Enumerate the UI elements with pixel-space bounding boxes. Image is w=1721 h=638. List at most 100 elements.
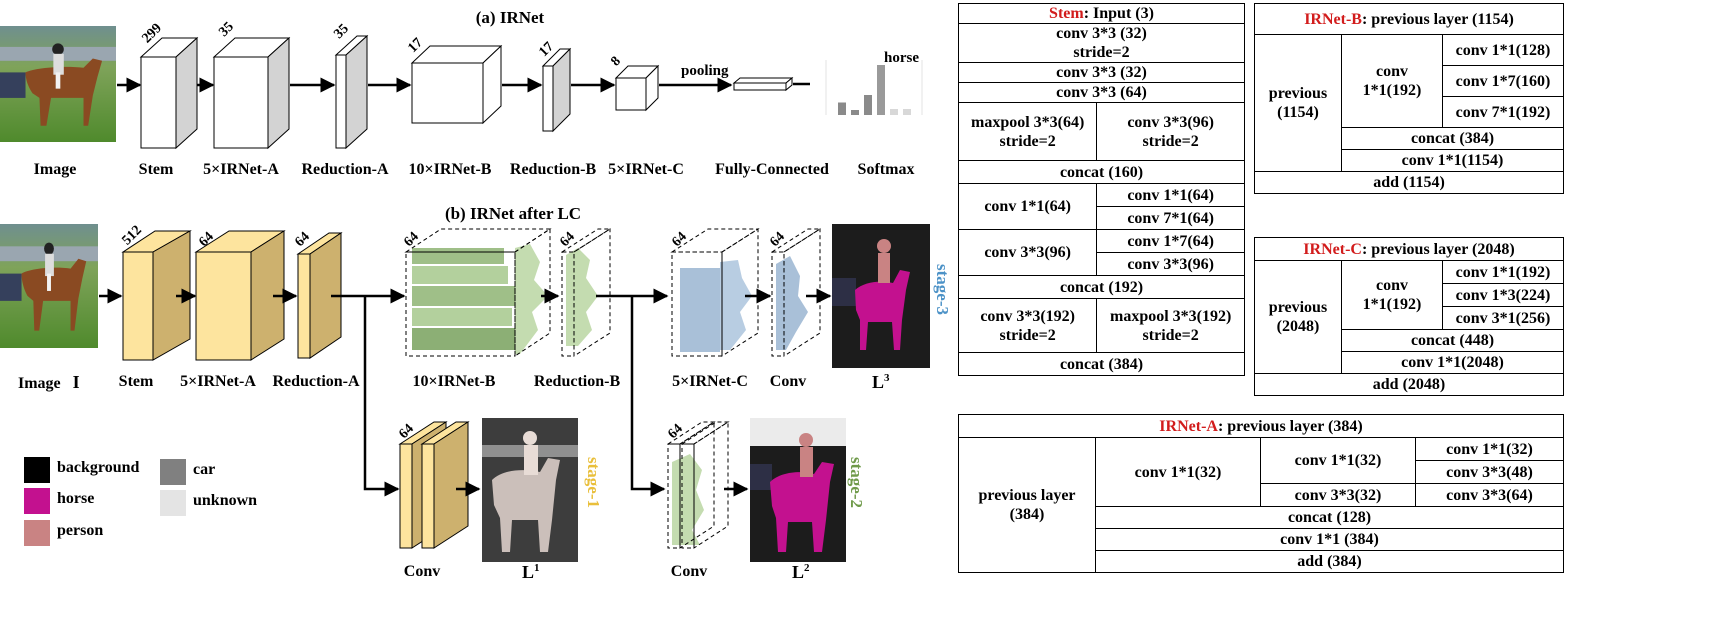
softmax-bar [838, 102, 846, 115]
lc-label-conv2: Conv [670, 563, 708, 580]
stem-r1a: conv 3*3 (32) [1056, 25, 1147, 42]
lc-irnet-c-block [670, 228, 760, 357]
irnet-a-table: IRNet-A: previous layer (384) previous l… [958, 414, 1564, 573]
stem-block [139, 36, 199, 150]
stem-r4l-b: stride=2 [999, 132, 1056, 150]
irnetc-concat: concat (448) [1341, 329, 1564, 352]
irnet-c-table: IRNet-C: previous layer (2048) previous(… [1254, 237, 1564, 396]
irnet-b-block [410, 44, 503, 125]
architecture-diagram [0, 26, 930, 562]
irnetb-b2: conv 1*7(160) [1442, 65, 1564, 97]
legend-label-horse: horse [57, 490, 95, 507]
softmax-chart [825, 60, 923, 115]
irnet-label-irnet-a: 5×IRNet-A [203, 161, 279, 178]
irnetc-add: add (2048) [1254, 373, 1564, 396]
output-l3-label: L3 [872, 372, 890, 392]
stem-r4l-a: maxpool 3*3(64) [970, 113, 1085, 131]
softmax-bar [864, 95, 872, 115]
stage2-label: stage-2 [847, 457, 866, 508]
lc-label-irnet-b: 10×IRNet-B [412, 373, 496, 390]
irnetb-b1: conv 1*1(128) [1442, 34, 1564, 66]
irnetb-conv11: conv 1*1(1154) [1341, 149, 1564, 172]
reduction-b-block [541, 47, 572, 133]
irnetb-conv-b: 1*1(192) [1362, 82, 1422, 99]
stem-r5: concat (160) [958, 160, 1245, 184]
irneta-conv11: conv 1*1 (384) [1095, 528, 1564, 551]
stem-r9r-b: stride=2 [1142, 326, 1199, 344]
stem-title-rest: : Input (3) [1083, 5, 1154, 22]
softmax-bar [877, 65, 885, 115]
irnetb-prev-a: previous [1268, 85, 1328, 102]
legend-label-person: person [57, 522, 104, 539]
legend-label-unknown: unknown [193, 492, 258, 509]
lc-label-conv1: Conv [403, 563, 441, 580]
legend-swatch-car [160, 459, 186, 485]
irnetb-title-red: IRNet-B [1304, 10, 1362, 28]
lc-conv2-block [666, 421, 730, 549]
lc-label-conv3: Conv [769, 373, 807, 390]
irnetb-prev-b: (1154) [1277, 104, 1319, 121]
lc-label-reduction-a: Reduction-A [272, 373, 360, 390]
stem-r6l: conv 1*1(64) [957, 183, 1098, 230]
lc-stem-block [121, 230, 192, 361]
irneta-c3: conv 3*3(32) [1260, 483, 1416, 507]
input-image-a [0, 26, 116, 142]
irnetc-title-red: IRNet-C [1303, 240, 1362, 258]
softmax-bar [851, 110, 859, 115]
lc-label-irnet-a: 5×IRNet-A [180, 373, 256, 390]
lc-row [0, 224, 930, 562]
stem-r9l-b: stride=2 [999, 326, 1056, 344]
irnet-c-block [614, 64, 660, 112]
irnet-label-stem: Stem [138, 161, 174, 178]
irnetc-b3: conv 3*1(256) [1442, 306, 1564, 330]
input-image-b [0, 224, 98, 348]
irneta-concat: concat (128) [1095, 506, 1564, 529]
irnet-title: (a) IRNet [475, 8, 545, 27]
stem-r10: concat (384) [958, 352, 1245, 376]
stem-r4r-b: stride=2 [1142, 132, 1199, 150]
output-l2-image [750, 418, 846, 562]
legend-label-car: car [193, 461, 216, 478]
legend-swatch-horse [24, 488, 50, 514]
lc-image-text: Image [18, 375, 61, 392]
irnet-label-fully-connected: Fully-Connected [715, 161, 829, 178]
stage1-label: stage-1 [584, 457, 603, 508]
irnet-row [0, 26, 923, 150]
irnet-label-irnet-b: 10×IRNet-B [408, 161, 492, 178]
stem-table: Stem: Input (3) conv 3*3 (32)stride=2 co… [957, 3, 1245, 376]
legend-swatch-unknown [160, 490, 186, 516]
output-l3-image [832, 224, 930, 368]
output-l2-label: L2 [792, 562, 810, 582]
irnetb-add: add (1154) [1254, 171, 1564, 194]
lc-irnet-a-block [194, 230, 286, 361]
pooling-label: pooling [681, 63, 729, 79]
stem-r7l: conv 3*3(96) [957, 229, 1098, 276]
lc-irnet-b-block [404, 228, 552, 357]
legend-swatch-person [24, 520, 50, 546]
legend-label-background: background [57, 459, 140, 476]
irneta-d1: conv 1*1(32) [1415, 437, 1564, 461]
stem-r7r2: conv 3*3(96) [1096, 252, 1245, 276]
irnetc-title-rest: : previous layer (2048) [1361, 240, 1515, 258]
irnetb-b3: conv 7*1(192) [1442, 96, 1564, 128]
irneta-c2: conv 1*1(32) [1260, 437, 1416, 484]
irnetc-prev-a: previous [1268, 299, 1328, 316]
fully-connected-block [732, 76, 794, 92]
irnet-label-reduction-b: Reduction-B [509, 161, 597, 178]
stem-r2: conv 3*3 (32) [958, 62, 1245, 83]
softmax-bar [890, 109, 898, 115]
lc-conv3-block [770, 228, 822, 357]
lc-image-label: Image I [18, 372, 80, 393]
irnet-label-image: Image [33, 161, 77, 178]
stem-r6r2: conv 7*1(64) [1096, 206, 1245, 230]
lc-label-reduction-b: Reduction-B [533, 373, 621, 390]
reduction-a-block [334, 34, 369, 150]
irnet-label-softmax: Softmax [857, 161, 915, 178]
output-l1-image [482, 418, 578, 562]
lc-reduction-b-block [560, 228, 612, 357]
stem-r4r-a: conv 3*3(96) [1127, 113, 1214, 131]
irneta-add: add (384) [1095, 550, 1564, 573]
lc-title: (b) IRNet after LC [444, 204, 582, 223]
stem-r7r1: conv 1*7(64) [1096, 229, 1245, 253]
irnetc-conv-b: 1*1(192) [1362, 296, 1422, 313]
